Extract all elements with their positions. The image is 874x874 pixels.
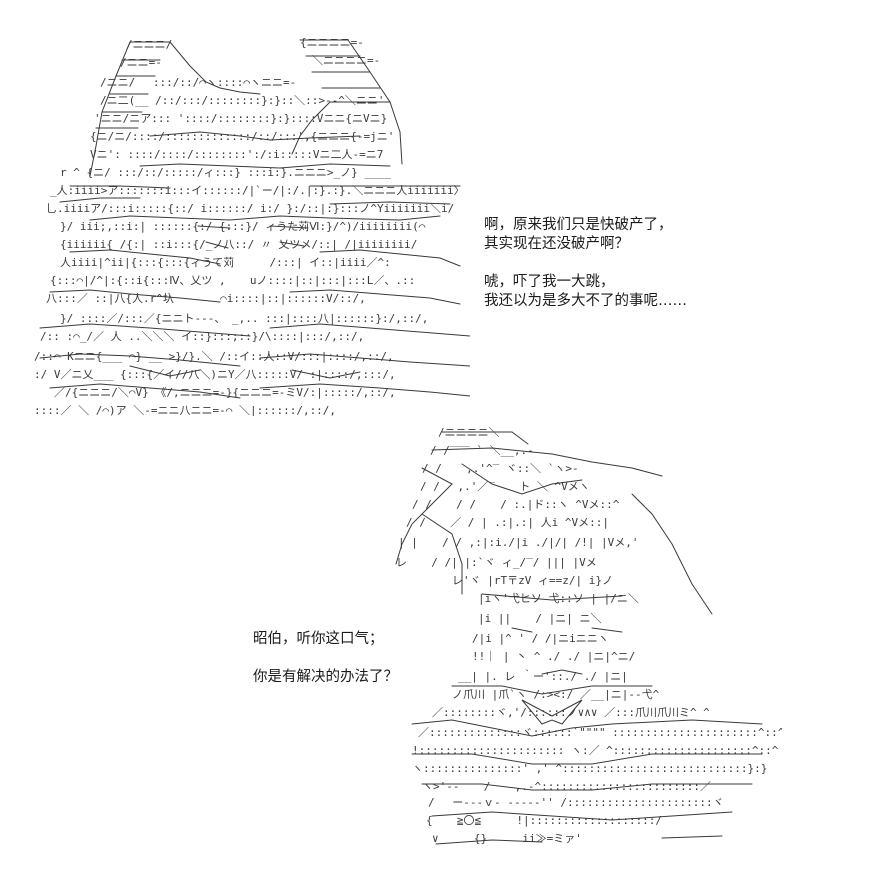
svg-text:/ / / / / :.|ド::ヽ ^Vメ::^: / / / / / :.|ド::ヽ ^Vメ::^: [412, 498, 620, 511]
svg-text:/ /‾‾‾ ` ＼__,.-: / /‾‾‾ ` ＼__,.-: [430, 444, 534, 457]
svg-text:::::／ ＼_/⌒)ア ＼-=ニニ八ニニ=-⌒ ＼|:::: ::::／ ＼_/⌒)ア ＼-=ニニ八ニニ=-⌒ ＼|::::::/,::/,: [34, 404, 336, 416]
svg-text:レ'ヾ |rT〒zV ィ==z/| i}ノ: レ'ヾ |rT〒zV ィ==z/| i}ノ: [452, 574, 613, 587]
svg-text:/|i |^ ' / /|ニiニニヽ: /|i |^ ' / /|ニiニニヽ: [472, 632, 609, 645]
svg-text:/::⌒ Kニニ{___ ⌒} __ >}/}.＼ /::イ: /::⌒ Kニニ{___ ⌒} __ >}/}.＼ /::イ::人::V/:::…: [34, 350, 394, 363]
svg-text:／::::::::::::::ヾ::::::`"""" ::: ／::::::::::::::ヾ::::::`"""" ::::::::::::…: [418, 726, 782, 739]
dialogue-line: 啊，原来我们只是快破产了，: [484, 217, 673, 233]
svg-text:ヽ:::::::::::::::' ,' ^::::::::: ヽ:::::::::::::::' ,' ^::::::::::::::::::…: [412, 762, 767, 775]
svg-text:乚.iiiiア/:::i:::::{::/ i::::::/: 乚.iiiiア/:::i:::::{::/ i::::::/ i:/ }:/::…: [46, 202, 454, 215]
svg-text:レ / /| |:`ヾ ィ_/‾/ ||| |Vメ: レ / /| |:`ヾ ィ_/‾/ ||| |Vメ: [396, 556, 597, 569]
svg-text:/:: :⌒_/／ 人 ..＼＼＼ イ::}:::;::}/: /:: :⌒_/／ 人 ..＼＼＼ イ::}:::;::}/\::::|:::/…: [40, 330, 364, 343]
svg-text:人iiii|^ii|{:::{:::{ィうて苅 /::: 人iiii|^ii|{:::{:::{ィうて苅 /:::| イ::|iiii／^…: [60, 255, 391, 269]
svg-text:/ / ／ / | .:|.:| 人i ^Vメ::|: / / ／ / | .:|.:| 人i ^Vメ::|: [406, 516, 609, 529]
svg-text:_人:iiii>ア:::::::i:::イ::::::/|`: _人:iiii>ア:::::::i:::イ::::::/|`ー/|:/.|:}.…: [50, 184, 465, 197]
svg-text:/ ー---ｖ- ---‐‐'' /:::::::::::: / ー---ｖ- ---‐‐'' /::::::::::::::::::::::…: [428, 796, 724, 809]
svg-text:＼ニニニニ=-: ＼ニニニニ=-: [312, 54, 380, 67]
svg-text:／/{ニニニ/＼⌒V} 《/,ニニニ=-}{ニニニ=-ミV/: ／/{ニニニ/＼⌒V} 《/,ニニニ=-}{ニニニ=-ミV/:|:::::/,:…: [54, 386, 396, 399]
dialogue-gap: [484, 254, 687, 273]
svg-text:| | / / ,:|:i./|i ./|/| /!|: | | / / ,:|:i./|i ./|/| /!| |Vメ,': [398, 536, 639, 549]
svg-text:{iiiiii{ /{:| ::i:::{/_ノ八::/ 〃: {iiiiii{ /{:| ::i:::{/_ノ八::/ 〃 乂ツメ/::| /…: [60, 238, 417, 251]
svg-text:Vニ': ::::/::::/::::::::':/:i::: Vニ': ::::/::::/::::::::':/:i:::::Vニ二人-=ニ…: [90, 148, 383, 161]
svg-text:}/ ::::／/:::／{ニニト---、 _,.. :::: }/ ::::／/:::／{ニニト---、 _,.. :::|::::八|:::…: [60, 312, 428, 325]
svg-text:{ニニニニ=-: {ニニニニ=-: [300, 36, 364, 49]
svg-text:{ ≧〇≦ !|:::::::::::::::::: { ≧〇≦ !|:::::::::::::::::::/: [426, 814, 662, 827]
svg-text:|iヽ'弋ヒソ 弋::ソ | |/ニ＼: |iヽ'弋ヒソ 弋::ソ | |/ニ＼: [478, 592, 639, 605]
svg-text:/ / ,.'／‾ ト ＼ ^Vメヽ: / / ,.'／‾ ト ＼ ^Vメヽ: [420, 480, 590, 493]
svg-text::/ V／ニ乂___ {:::{／イ//八＼)ニY／八:::: :/ V／ニ乂___ {:::{／イ//八＼)ニY／八:::::V/ :|:::…: [34, 368, 396, 381]
svg-text:八:::／ ::|八{人.r^圦 ⌒i::::|::: 八:::／ ::|八{人.r^圦 ⌒i::::|::|::::::V/::/,: [46, 292, 366, 305]
svg-text:__| |. レ ｀ー'::./ ./ |ニ|: __| |. レ ｀ー'::./ ./ |ニ|: [458, 668, 628, 683]
dialogue-line: 其实现在还没破产啊？: [484, 236, 629, 252]
dialogue-line: 唬，吓了我一大跳，: [484, 274, 615, 290]
svg-text:r ^ {ニ/ :::/::/:::::/ィ:::} :::: r ^ {ニ/ :::/::/:::::/ィ:::} :::i:}.ニニニ>_ノ…: [60, 166, 391, 179]
svg-text:!!｜ | 丶 ^ ./ ./ |ニ|^ニ/: !!｜ | 丶 ^ ./ ./ |ニ|^ニ/: [472, 650, 635, 663]
svg-text:/ニ二(__ /::/:::/::::::::}:}::＼:: /ニ二(__ /::/:::/::::::::}:}::＼::>--^＼ニニ': [100, 94, 385, 107]
svg-text:/ニニ=-: /ニニ=-: [120, 56, 162, 69]
svg-text:/ニニ/ :::/::/⌒ヽ::::⌒ヽニニ=-: /ニニ/ :::/::/⌒ヽ::::⌒ヽニニ=-: [100, 76, 296, 89]
dialogue-gap: [253, 649, 398, 668]
dialogue-top: 啊，原来我们只是快破产了， 其实现在还没破产啊？ 唬，吓了我一大跳， 我还以为是…: [484, 216, 687, 311]
ascii-art-girl-with-hat-icon: /ニニニニ＼ / /‾‾‾ ` ＼__,.- / / ,.'^‾ ヾ::＼ `ヽ…: [395, 426, 782, 845]
svg-text:/ニニニ/: /ニニニ/: [126, 38, 172, 51]
svg-text:|i || / |ニ| ニ＼: |i || / |ニ| ニ＼: [478, 612, 601, 625]
svg-text:}/ iii;,::i:| ::::::{:/ {:::}/: }/ iii;,::i:| ::::::{:/ {:::}/ ィうた苅Ⅵ:}/^…: [60, 219, 426, 233]
svg-text:'ニニ/ニア::: '::::/::::::::}:}:::: 'ニニ/ニア::: '::::/::::::::}:}::::Vニニ{ニVニ}: [94, 112, 387, 125]
dialogue-bottom: 昭伯，听你这口气； 你是有解决的办法了？: [253, 630, 398, 687]
svg-text:ノ爪川 |爪`ヽ /:><:/ ／__|ニ|--弋^: ノ爪川 |爪`ヽ /:><:/ ／__|ニ|--弋^: [452, 688, 660, 701]
dialogue-line: 我还以为是多大不了的事呢……: [484, 293, 687, 309]
dialogue-line: 昭伯，听你这口气；: [253, 631, 384, 647]
svg-text:{ニ/ニ/::::/:::::::::::::/::/:::: {ニ/ニ/::::/:::::::::::::/::/:::',{ニニニ{-=j…: [90, 130, 394, 143]
ascii-art-two-characters-icon: /ニニニ/ {ニニニニ=- /ニニ=- ＼ニニニニ=- /ニニ/ :::/::/…: [34, 36, 470, 416]
svg-text:／::::::::ヾ,'/::::::ノ∨∧∨ ／:::爪川: ／::::::::ヾ,'/::::::ノ∨∧∨ ／:::爪川爪川ミ^ ^: [432, 706, 710, 719]
dialogue-line: 你是有解决的办法了？: [253, 669, 398, 685]
svg-text:ヽ>'-- / ,.-^::::::::::::::: ヽ>'-- / ,.-^::::::::::::::::::::::::／: [422, 780, 711, 793]
svg-text:∨ {} ii≫=ミァ': ∨ {} ii≫=ミァ': [432, 832, 582, 845]
svg-text:/ / ,.'^‾ ヾ::＼ `ヽ>-: / / ,.'^‾ ヾ::＼ `ヽ>-: [422, 462, 579, 475]
svg-text:!:::::::::::::::::::::: ヽ:／ ^:: !:::::::::::::::::::::: ヽ:／ ^:::::::::::…: [412, 744, 779, 757]
svg-text:/ニニニニ＼: /ニニニニ＼: [438, 426, 500, 439]
svg-text:{:::⌒|/^|:{::i{:::Ⅳ、乂ツ , uノ:: {:::⌒|/^|:{::i{:::Ⅳ、乂ツ , uノ::::|::|:::|:…: [50, 274, 415, 287]
